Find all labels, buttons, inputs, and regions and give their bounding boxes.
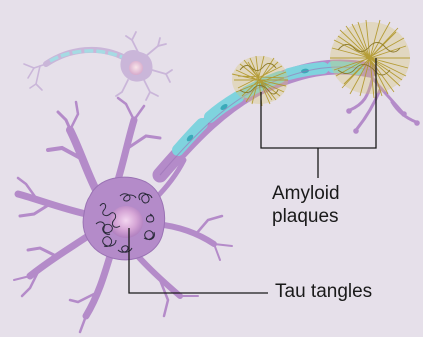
- amyloid-plaques-label: Amyloid plaques: [272, 182, 340, 228]
- amyloid-label-line2: plaques: [272, 205, 340, 228]
- nucleus: [109, 206, 143, 238]
- tau-tangles-label: Tau tangles: [275, 280, 372, 303]
- amyloid-label-line1: Amyloid: [272, 182, 340, 205]
- amyloid-plaque-right: [330, 20, 410, 98]
- small-neuron: [24, 32, 172, 100]
